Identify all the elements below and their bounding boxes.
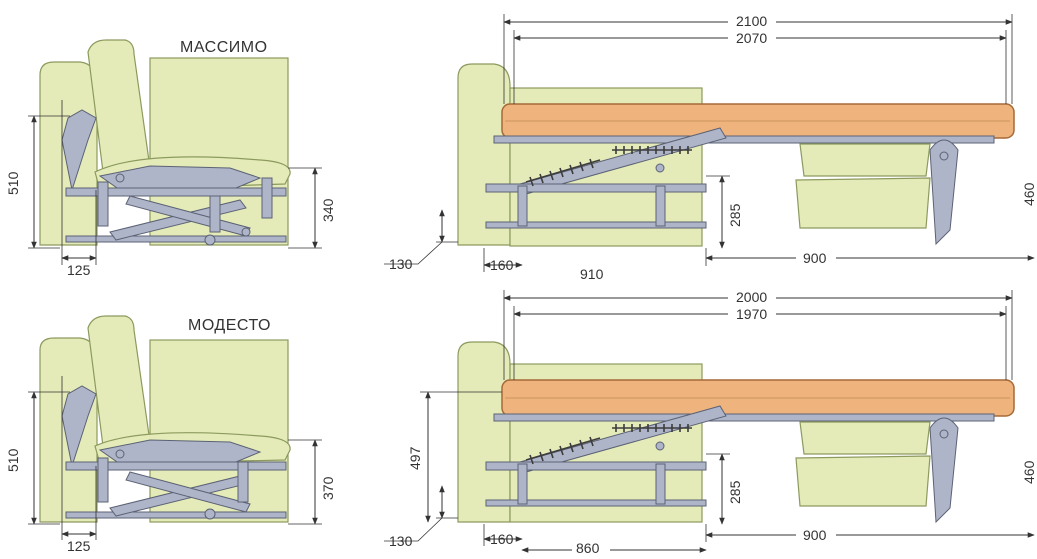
massimo-side-view: МАССИМО 510 340 125 [5, 39, 336, 278]
massimo-arm-width-label: 160 [490, 257, 514, 273]
modesto-side-view: МОДЕСТО 510 370 125 [5, 315, 336, 554]
label-bg [728, 29, 776, 47]
massimo-spring-top [612, 146, 692, 154]
modesto-ottoman-length-label: 900 [803, 527, 827, 543]
modesto-ottoman-height-label: 460 [1021, 460, 1037, 484]
model-modesto: МОДЕСТО 510 370 125 [5, 288, 1037, 556]
modesto-depth-offset-label: 125 [67, 538, 91, 554]
modesto-base-width-label: 860 [576, 540, 600, 554]
modesto-spring-top [612, 424, 692, 432]
modesto-sleep-length-label: 1970 [736, 306, 767, 322]
massimo-total-length-label: 2100 [736, 13, 767, 29]
label-bg [796, 249, 836, 267]
massimo-base-width-label: 910 [580, 266, 604, 282]
modesto-ottoman [795, 421, 931, 507]
modesto-arm-width-label: 160 [490, 531, 514, 547]
modesto-leg-height-label: 130 [389, 533, 413, 549]
modesto-frame-height-label: 370 [320, 476, 336, 500]
modesto-unfolded-mechanism [485, 405, 995, 524]
massimo-sleep-length-label: 2070 [736, 30, 767, 46]
modesto-mattress-height-label: 497 [407, 446, 423, 470]
label-bg [728, 288, 776, 306]
modesto-spring-diagonal [525, 436, 601, 465]
label-bg [572, 542, 610, 554]
modesto-total-length-label: 2000 [736, 289, 767, 305]
massimo-unfolded-view: 2100 2070 160 910 130 285 900 460 [384, 12, 1037, 282]
massimo-ottoman [795, 143, 931, 229]
massimo-title: МАССИМО [180, 39, 268, 56]
modesto-frame-height-label-unfolded: 285 [727, 480, 743, 504]
modesto-seat-height-label: 510 [5, 448, 21, 472]
label-bg [728, 12, 776, 30]
modesto-side-mechanism [61, 385, 287, 520]
leader-line [384, 241, 443, 265]
massimo-leg-height-label: 130 [389, 256, 413, 272]
massimo-frame-height-label: 340 [320, 198, 336, 222]
label-bg [728, 305, 776, 323]
label-bg [796, 526, 836, 544]
massimo-seat-height-label: 510 [5, 171, 21, 195]
massimo-ottoman-length-label: 900 [803, 250, 827, 266]
massimo-side-mechanism [61, 109, 287, 246]
massimo-frame-height-label-unfolded: 285 [727, 203, 743, 227]
massimo-unfolded-mechanism [485, 127, 995, 246]
modesto-title: МОДЕСТО [188, 317, 271, 334]
model-massimo: МАССИМО 510 340 125 [5, 12, 1037, 282]
massimo-depth-offset-label: 125 [67, 262, 91, 278]
modesto-unfolded-view: 2000 1970 497 160 860 130 285 [384, 288, 1037, 556]
massimo-ottoman-height-label: 460 [1021, 182, 1037, 206]
leader-line [384, 517, 443, 542]
massimo-spring-diagonal [525, 158, 601, 187]
